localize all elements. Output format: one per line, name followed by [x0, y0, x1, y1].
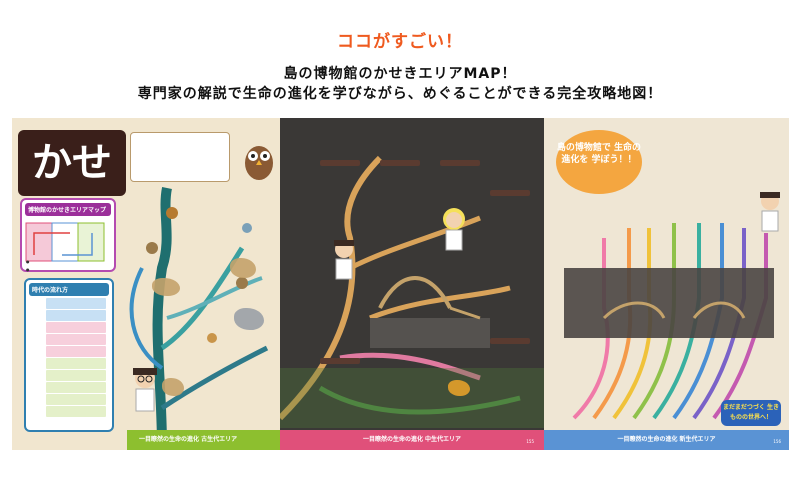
- fossil-pedestal: [320, 160, 360, 166]
- continue-button: まだまだつづく 生きものの世界へ！: [721, 400, 781, 426]
- fossil-pedestal: [490, 190, 530, 196]
- cenozoic-era-label: 一目瞭然の生命の進化 新生代エリア: [617, 436, 716, 443]
- left-page: かせき 博物館のかせきエリアマップ: [12, 118, 280, 450]
- fossil-pedestal: [320, 358, 360, 364]
- timeline-rows: [46, 298, 106, 418]
- page-title: かせき: [18, 130, 126, 252]
- museum-map-label: 博物館のかせきエリアマップ: [25, 203, 111, 216]
- museum-map-box: 博物館のかせきエリアマップ: [20, 198, 116, 272]
- mesozoic-tree-illustration: [280, 155, 544, 428]
- magazine-spread-image: かせき 博物館のかせきエリアマップ: [12, 118, 789, 450]
- fossil-pedestal: [440, 160, 480, 166]
- fossil-pedestal: [490, 338, 530, 344]
- intro-text-block: [130, 132, 230, 182]
- right-page: 島の博物館で 生命の進化を 学ぼう！！ まだまだつづく 生きものの世界へ！ 一目…: [544, 118, 789, 450]
- paleozoic-era-label: 一目瞭然の生命の進化 古生代エリア: [139, 436, 238, 443]
- cenozoic-tree-illustration: [564, 223, 774, 420]
- fossil-pedestal: [380, 160, 420, 166]
- page-number: 156: [773, 439, 781, 444]
- museum-map-diagram: [25, 222, 105, 262]
- mesozoic-era-bar: 一目瞭然の生命の進化 中生代エリア: [280, 430, 544, 450]
- cenozoic-era-bar: 一目瞭然の生命の進化 新生代エリア: [544, 430, 789, 450]
- timeline-box: 時代の流れ方: [24, 278, 114, 432]
- subtitle-line-1: 島の博物館のかせきエリアMAP！: [283, 66, 517, 82]
- headline: ココがすごい！: [337, 32, 463, 52]
- map-legend: ● ●: [26, 259, 30, 272]
- professor-avatar: [760, 192, 780, 232]
- professor-avatar: [334, 240, 354, 280]
- fossil-image: [234, 308, 264, 330]
- mesozoic-era-label: 一目瞭然の生命の進化 中生代エリア: [362, 436, 462, 443]
- page-number: 155: [526, 439, 534, 444]
- fossil-image: [152, 278, 180, 296]
- owl-curator-avatar: [245, 146, 273, 180]
- fossil-image: [162, 378, 184, 396]
- paleozoic-era-bar: 一目瞭然の生命の進化 古生代エリア: [127, 430, 280, 450]
- center-page: 一目瞭然の生命の進化 中生代エリア 155: [280, 118, 544, 450]
- professor-avatar: [133, 368, 157, 412]
- timeline-label: 時代の流れ方: [29, 283, 109, 296]
- subtitle-line-2: 専門家の解説で生命の進化を学びながら、めぐることができる完全攻略地図！: [137, 86, 663, 102]
- learn-evolution-title: 島の博物館で 生命の進化を 学ぼう！！: [556, 130, 642, 194]
- fossil-image: [230, 258, 256, 278]
- amber-fossil: [448, 380, 470, 396]
- professor-avatar: [443, 208, 465, 251]
